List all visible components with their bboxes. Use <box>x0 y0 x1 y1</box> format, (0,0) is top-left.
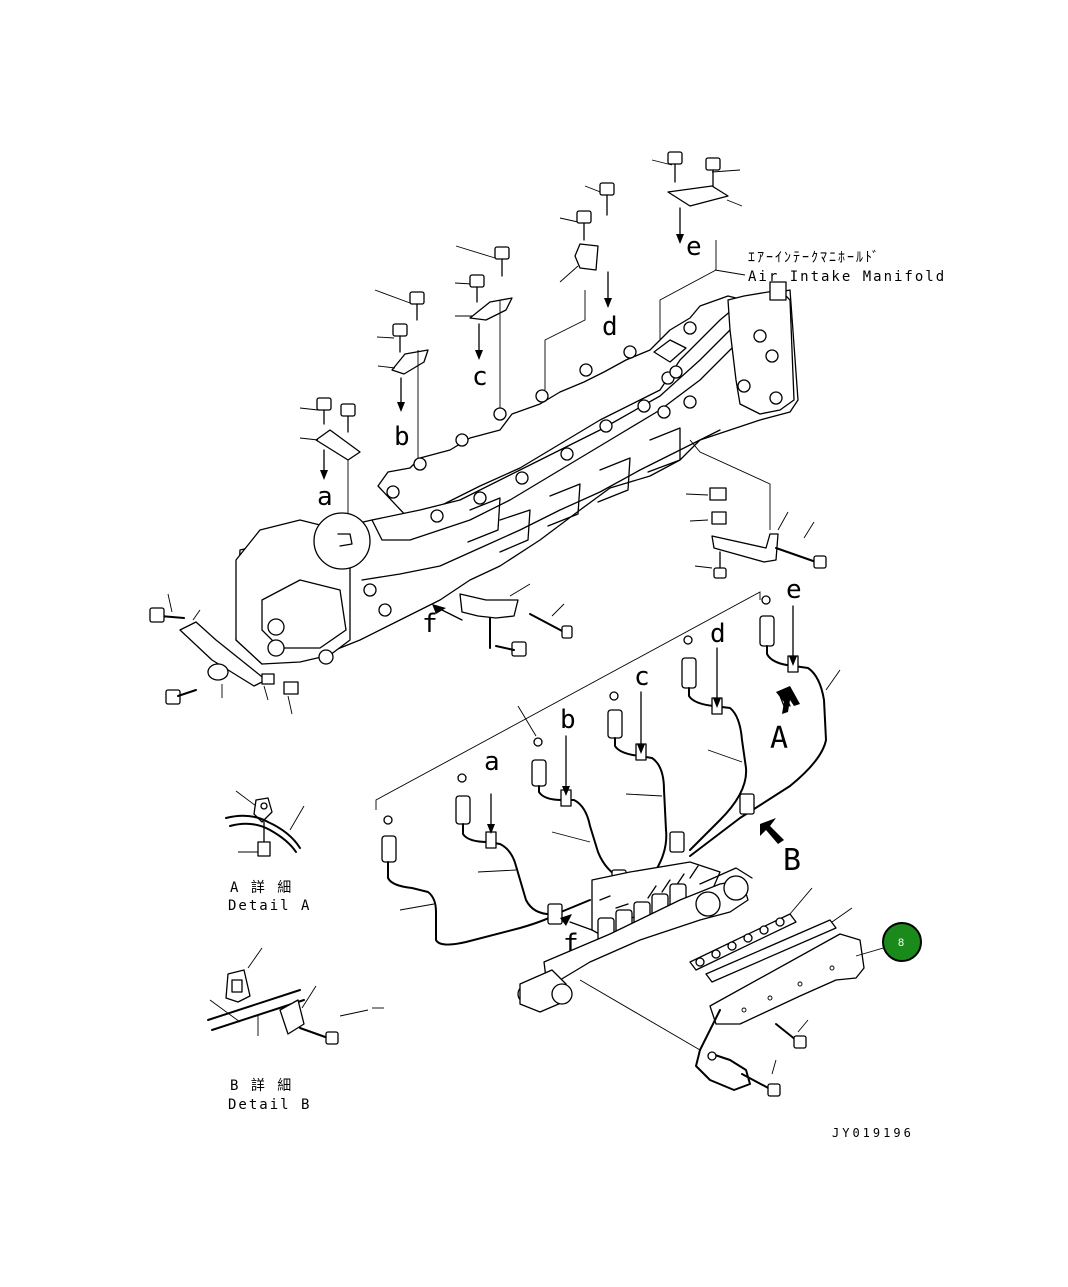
bolt-group-c: c <box>454 245 513 392</box>
detail-b-japanese: B 詳 細 <box>230 1078 293 1094</box>
sensor-rail-assembly <box>517 867 891 1097</box>
view-letter-e-bottom: e <box>786 575 802 605</box>
detail-b-english: Detail B <box>228 1097 311 1113</box>
air-intake-manifold <box>235 281 799 665</box>
title-japanese: ｴｱｰｲﾝﾃｰｸﾏﾆﾎｰﾙﾄﾞ <box>748 250 881 266</box>
detail-a-japanese: A 詳 細 <box>230 880 293 896</box>
view-letter-A: A <box>770 721 788 756</box>
bolt-group-e: e <box>651 151 743 262</box>
view-letter-c-top: c <box>472 362 488 392</box>
bolt-group-d: d <box>559 182 618 342</box>
view-letter-e-top: e <box>686 232 702 262</box>
view-letter-b-top: b <box>394 422 410 452</box>
detail-a: A 詳 細 Detail A <box>225 790 311 914</box>
title-english: Air Intake Manifold <box>748 269 946 285</box>
sensor-tube-bundle: a b c d e <box>375 575 841 959</box>
view-letter-B: B <box>783 843 801 878</box>
view-letter-d-bottom: d <box>710 619 726 649</box>
part-number-badge[interactable]: 8 <box>882 922 922 962</box>
view-letter-a-bottom: a <box>484 747 500 777</box>
view-letter-b-bottom: b <box>560 705 576 735</box>
view-letter-f-top: f <box>422 609 438 639</box>
bolt-group-a: a <box>299 397 361 512</box>
view-letter-c-bottom: c <box>634 662 650 692</box>
detail-b: B 詳 細 Detail B <box>207 947 384 1113</box>
badge-number: 8 <box>898 937 904 949</box>
bracket-assembly-right <box>685 439 827 579</box>
bracket-assembly-left <box>149 593 299 715</box>
view-letter-a-top: a <box>317 482 333 512</box>
detail-a-english: Detail A <box>228 898 311 914</box>
drawing-code: JY019196 <box>832 1126 914 1140</box>
bolt-group-b: b <box>374 289 429 452</box>
view-letter-d-top: d <box>602 312 618 342</box>
view-marker-f-top: f <box>422 583 573 657</box>
